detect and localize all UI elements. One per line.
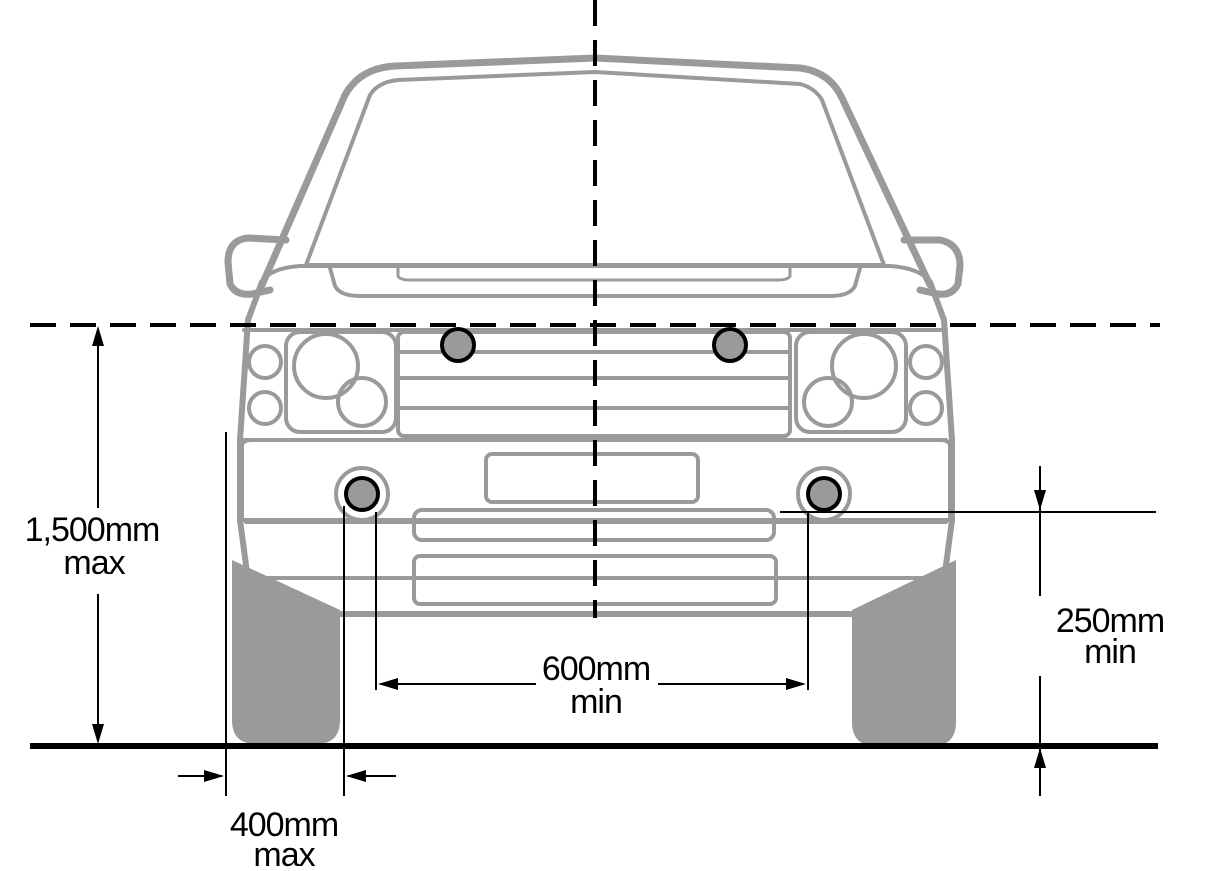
sep-arrow-right [786, 678, 806, 690]
right-headlight-small [802, 376, 854, 428]
min-height-qualifier-label: min [1084, 633, 1136, 671]
right-side-lamp-top [908, 344, 944, 380]
sep-arrow-left [378, 678, 398, 690]
edge-arrow-right [346, 770, 366, 782]
bumper-upper [240, 438, 952, 522]
lower-left-lamp [344, 476, 380, 512]
lamp-positions [344, 327, 842, 512]
number-plate [484, 452, 700, 504]
dimension-labels: 1,500mm max 600mm min 250mm min 400mm ma… [25, 511, 1166, 871]
right-side-lamp-bottom [908, 390, 944, 426]
max-height-value-label: 1,500mm [25, 511, 160, 549]
dimension-lines [92, 326, 1156, 796]
max-height-arrow-up [92, 326, 104, 346]
min-height-arrow-up [1034, 748, 1046, 768]
right-mirror [900, 236, 964, 298]
max-height-qualifier-label: max [63, 544, 125, 582]
max-height-arrow-down [92, 724, 104, 744]
left-side-lamp-bottom [247, 390, 283, 426]
left-headlight-small [336, 376, 388, 428]
right-fog-surround [796, 466, 852, 522]
left-fog-surround [334, 466, 390, 522]
right-headlight-housing [794, 330, 908, 434]
min-separation-qualifier-label: min [570, 683, 622, 721]
upper-right-lamp [712, 327, 748, 363]
min-separation-value-label: 600mm [542, 650, 650, 688]
left-mirror [224, 234, 290, 298]
right-headlight-main [830, 332, 898, 400]
reference-lines [30, 0, 1160, 749]
min-height-arrow-down [1034, 490, 1046, 510]
bonnet-vent [396, 264, 792, 282]
max-edge-value-label: 400mm [230, 806, 338, 844]
upper-left-lamp [440, 327, 476, 363]
left-side-lamp-top [247, 344, 283, 380]
min-height-value-label: 250mm [1056, 602, 1164, 640]
left-tyre [232, 560, 340, 744]
lower-right-lamp [806, 476, 842, 512]
left-headlight-main [292, 332, 360, 400]
max-edge-qualifier-label: max [253, 836, 315, 871]
edge-arrow-left [204, 770, 224, 782]
